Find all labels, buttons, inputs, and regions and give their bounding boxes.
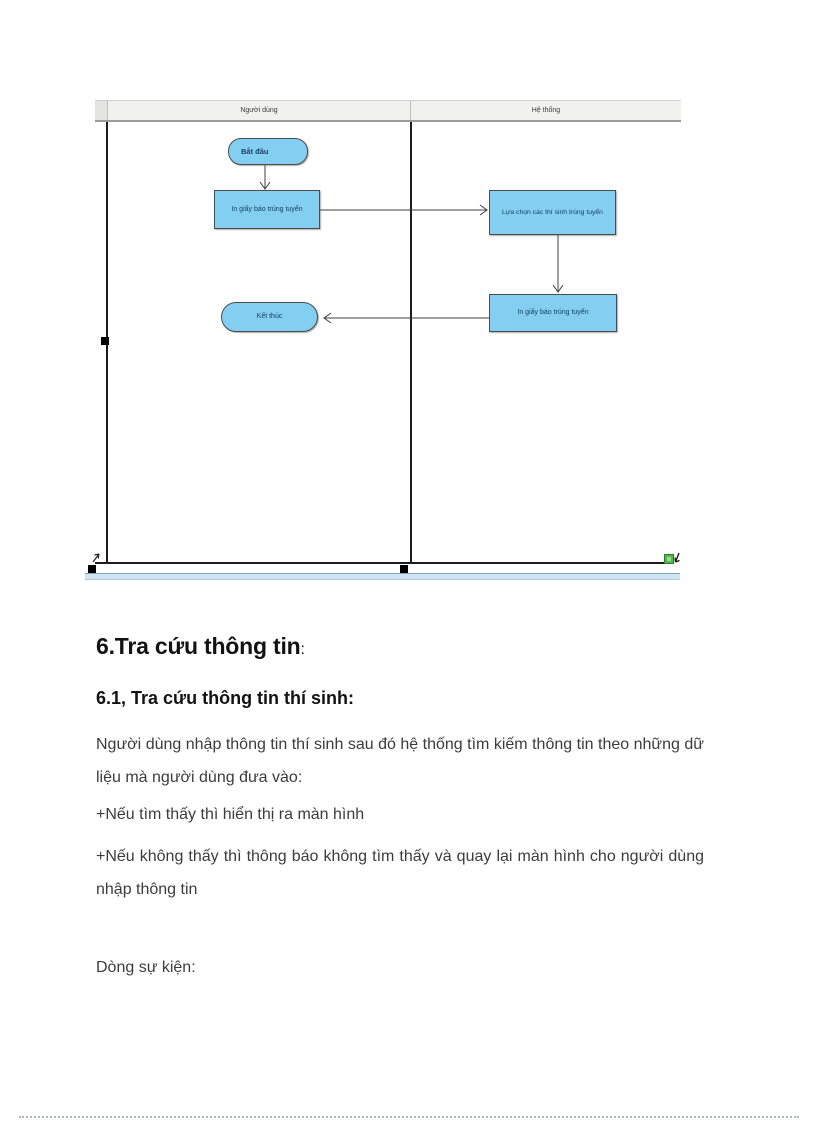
paragraph-case-found: +Nếu tìm thấy thì hiển thị ra màn hình [96,806,365,823]
section-heading-text: 6.Tra cứu thông tin [96,633,301,659]
paragraph-case-not-found: +Nếu không thấy thì thông báo không tìm … [96,848,704,898]
node-label: Kết thúc [256,313,283,320]
selection-handle-bottom-left[interactable] [88,565,96,573]
node-label: Lựa chọn các thí sinh trúng tuyển [502,208,603,216]
lane-divider [410,122,412,562]
diagram-scrollbar[interactable] [85,573,680,580]
paragraph-events-label: Dòng sự kiện: [96,959,196,976]
activity-diagram-object[interactable]: Người dùng Hệ thống Bắt đầu In giấy báo … [95,100,681,565]
node-label: In giấy báo trúng tuyển [231,205,303,213]
node-print-user: In giấy báo trúng tuyển [214,190,320,229]
section-heading-colon: : [300,641,305,658]
node-start: Bắt đầu [228,138,308,165]
selection-handle-bottom-mid[interactable] [400,565,408,573]
resize-handle-icon[interactable] [663,550,682,567]
section-heading: 6.Tra cứu thông tin: [96,633,305,660]
node-print-system: In giấy báo trúng tuyển [489,294,617,332]
swimlane-header-row: Người dùng Hệ thống [95,100,681,122]
paragraph-intro: Người dùng nhập thông tin thí sinh sau đ… [96,736,704,786]
subsection-heading: 6.1, Tra cứu thông tin thí sinh: [96,688,355,708]
flow-arrows [259,165,564,324]
node-end: Kết thúc [221,302,318,332]
lane-header-nguoi-dung: Người dùng [108,101,410,120]
selection-handle-left[interactable] [101,337,109,345]
lane-label: Hệ thống [531,107,561,114]
swimlane-corner-cell [95,101,108,120]
lane-label: Người dùng [240,107,278,114]
node-label: In giấy báo trúng tuyển [517,309,589,316]
node-select-candidates: Lựa chọn các thí sinh trúng tuyển [489,190,616,235]
diagram-bottom-border [95,562,666,564]
page-break-dotted-line [19,1116,799,1118]
pointer-cursor-icon [92,553,100,563]
node-label: Bắt đầu [241,146,269,156]
lane-header-he-thong: Hệ thống [410,101,681,120]
